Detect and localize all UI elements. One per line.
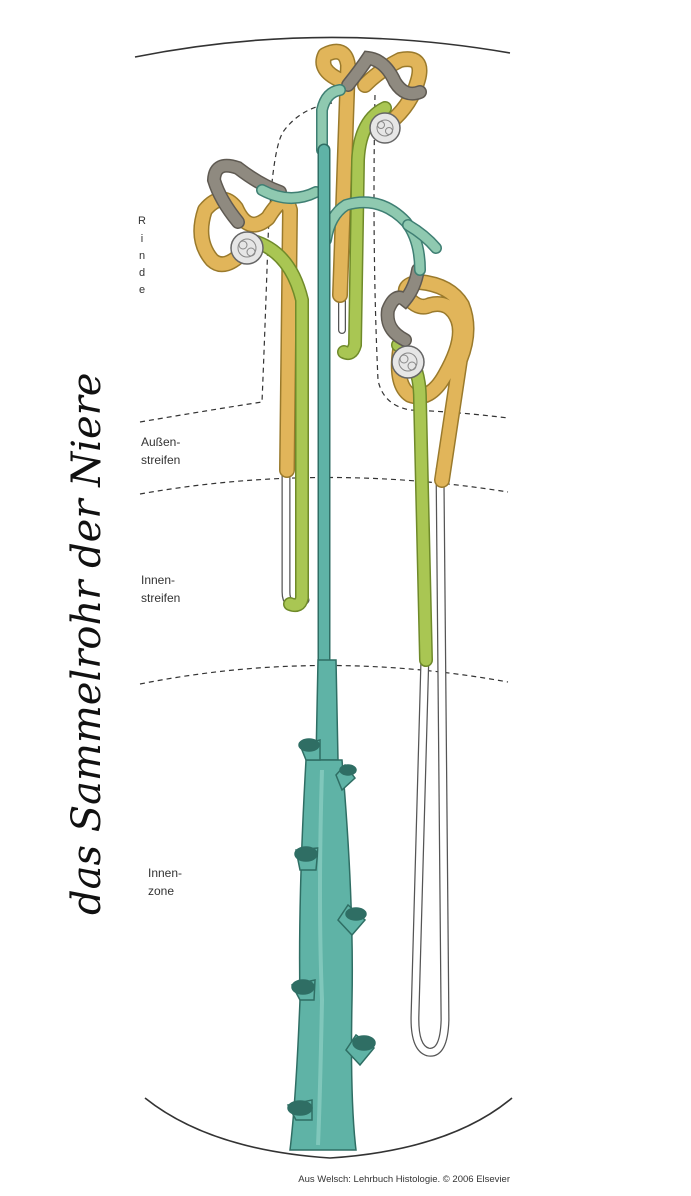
collecting-duct <box>286 143 376 1151</box>
innenzone-line-2: zone <box>148 884 174 898</box>
handwritten-note: das Sammelrohr der Niere <box>64 373 110 915</box>
innenstreifen-line-2: streifen <box>141 591 180 605</box>
innenzone-line-1: Innen- <box>148 866 182 880</box>
collecting-duct-trunk <box>289 759 357 1151</box>
nephron-right <box>320 196 475 1057</box>
nephron-left <box>193 158 322 613</box>
rinde-letter: i <box>141 233 143 245</box>
innenstreifen-label: Innen- streifen <box>141 573 180 605</box>
cortex-medulla-boundary-left <box>139 102 333 423</box>
innenzone-label: Innen- zone <box>148 866 182 898</box>
rinde-label: R i n d e <box>138 215 146 296</box>
cortex-outer-boundary <box>134 36 511 58</box>
papilla-boundary <box>144 1097 513 1159</box>
image-credit: Aus Welsch: Lehrbuch Histologie. © 2006 … <box>298 1174 510 1185</box>
rinde-letter: R <box>138 215 146 227</box>
glomerulus-top <box>369 112 401 144</box>
aussenstreifen-line-2: streifen <box>141 453 180 467</box>
aussenstreifen-label: Außen- streifen <box>141 435 180 467</box>
rinde-letter: d <box>139 267 145 279</box>
rinde-letter: e <box>139 284 145 296</box>
aussenstreifen-line-1: Außen- <box>141 435 180 449</box>
glomerulus-left <box>230 231 264 265</box>
innenstreifen-line-1: Innen- <box>141 573 175 587</box>
tributary-stubs <box>286 738 376 1121</box>
rinde-letter: n <box>139 250 145 262</box>
glomerulus-right <box>391 345 425 379</box>
nephron-top <box>315 43 428 361</box>
